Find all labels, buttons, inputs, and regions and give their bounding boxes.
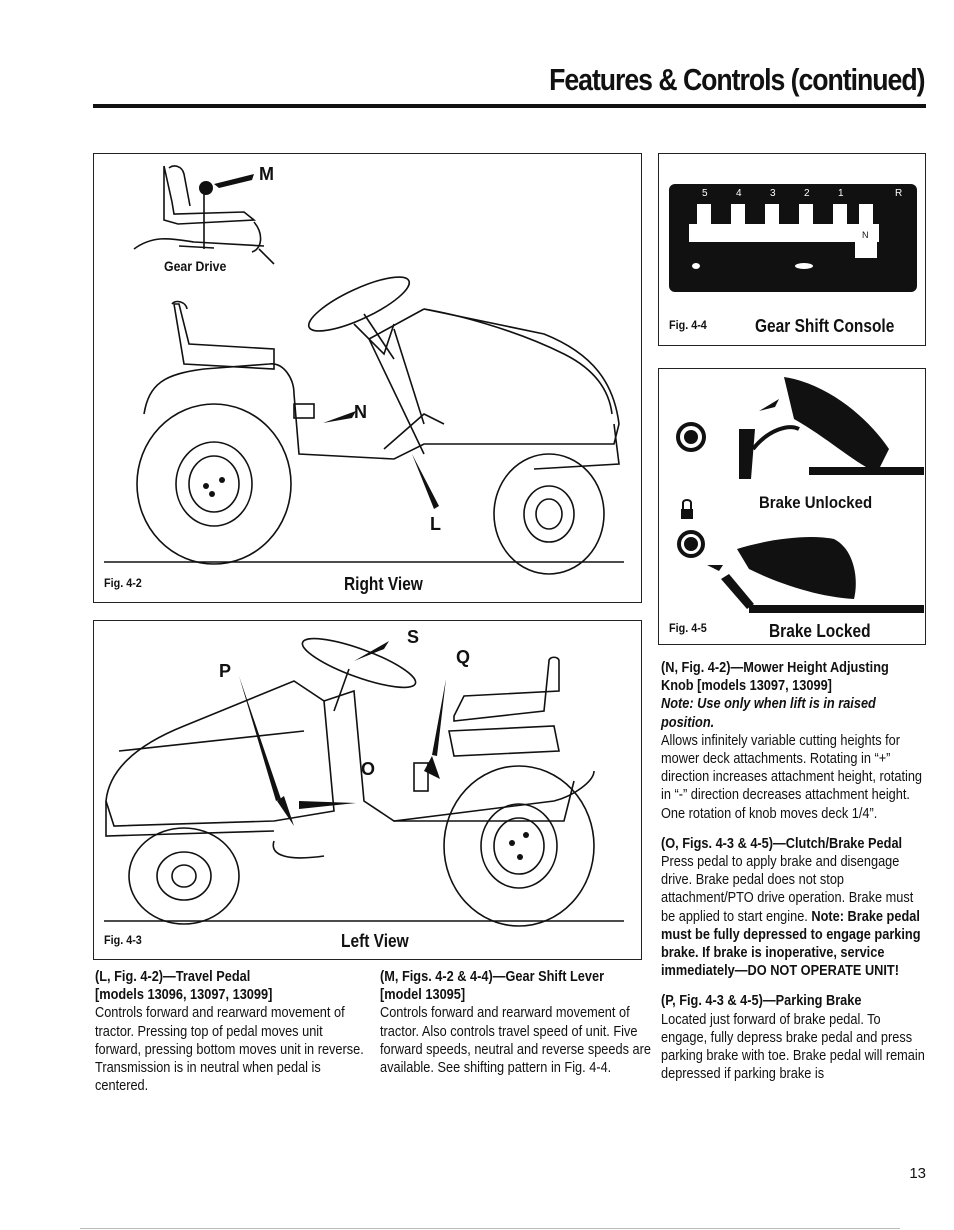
mower-height-models: Knob [models 13097, 13099] xyxy=(661,678,832,695)
clutch-brake-warning: Note: Brake pedal must be fully depresse… xyxy=(661,908,921,980)
gear-label-2: 2 xyxy=(804,188,810,199)
gear-drive-label: Gear Drive xyxy=(164,258,227,274)
gear-label-4: 4 xyxy=(736,188,742,199)
gear-shift-lever-model: [model 13095] xyxy=(380,987,466,1004)
fig-4-4-label: Fig. 4-4 xyxy=(669,318,707,332)
gear-label-1: 1 xyxy=(838,188,844,199)
brake-locked-label: Brake Locked xyxy=(769,621,871,641)
mower-height-body: Allows infinitely variable cutting heigh… xyxy=(661,732,923,822)
clutch-brake-body: Press pedal to apply brake and disengage… xyxy=(661,854,914,925)
fig-4-2-label: Fig. 4-2 xyxy=(104,576,142,590)
footer-rule xyxy=(80,1228,900,1229)
page-number: 13 xyxy=(909,1165,926,1182)
figure-4-3: P S Q O Fig. 4-3 Left View xyxy=(93,620,642,960)
left-view-title: Left View xyxy=(341,931,409,951)
gear-label-r: R xyxy=(895,188,903,199)
figure-4-4: 5 4 3 2 1 R N Fig. 4-4 Gear Shift Consol… xyxy=(658,153,926,346)
tractor-right-view-illustration xyxy=(104,165,624,575)
clutch-brake-heading: (O, Figs. 4-3 & 4-5)—Clutch/Brake Pedal xyxy=(661,835,903,852)
callout-l: L xyxy=(430,514,441,534)
callout-q: Q xyxy=(456,647,471,667)
brake-illustration xyxy=(676,377,924,613)
mower-height-heading: (N, Fig. 4-2)—Mower Height Adjusting xyxy=(661,660,889,676)
parking-brake-body: Located just forward of brake pedal. To … xyxy=(661,1011,925,1083)
callout-n: N xyxy=(354,402,367,422)
brake-unlocked-label: Brake Unlocked xyxy=(759,493,873,512)
column-right: (N, Fig. 4-2)—Mower Height Adjusting Kno… xyxy=(661,659,927,1095)
travel-pedal-heading: (L, Fig. 4-2)—Travel Pedal xyxy=(95,969,251,985)
gear-shift-console-title: Gear Shift Console xyxy=(755,316,895,336)
gear-label-3: 3 xyxy=(770,188,776,199)
figure-4-5: Brake Unlocked Fig. 4-5 Brake Locked xyxy=(658,368,926,645)
fig-4-5-label: Fig. 4-5 xyxy=(669,621,707,635)
gear-shift-lever-body: Controls forward and rearward movement o… xyxy=(380,1005,651,1077)
parking-brake-heading: (P, Fig. 4-3 & 4-5)—Parking Brake xyxy=(661,993,862,1010)
figure-4-2: M Gear Drive N L Fig. 4-2 Right View xyxy=(93,153,642,603)
callout-o: O xyxy=(361,759,376,779)
column-gear-shift-lever: (M, Figs. 4-2 & 4-4)—Gear Shift Lever [m… xyxy=(380,968,651,1089)
right-view-title: Right View xyxy=(344,574,423,594)
travel-pedal-body: Controls forward and rearward movement o… xyxy=(95,1005,364,1095)
column-travel-pedal: (L, Fig. 4-2)—Travel Pedal [models 13096… xyxy=(95,968,372,1107)
header-rule xyxy=(93,104,926,108)
gear-label-n: N xyxy=(862,230,869,240)
gear-shift-lever-heading: (M, Figs. 4-2 & 4-4)—Gear Shift Lever xyxy=(380,969,605,985)
callout-p: P xyxy=(219,661,232,681)
gear-label-5: 5 xyxy=(702,188,708,199)
travel-pedal-models: [models 13096, 13097, 13099] xyxy=(95,987,273,1004)
gear-shift-console: 5 4 3 2 1 R N xyxy=(669,184,917,292)
shift-pattern-icon xyxy=(689,204,879,269)
mower-height-note: Note: Use only when lift is in raised po… xyxy=(661,696,876,731)
page-title: Features & Controls (continued) xyxy=(548,62,925,97)
callout-m: M xyxy=(259,164,274,184)
tractor-left-view-illustration xyxy=(104,637,624,927)
fig-4-3-label: Fig. 4-3 xyxy=(104,933,142,947)
callout-s: S xyxy=(407,627,420,647)
